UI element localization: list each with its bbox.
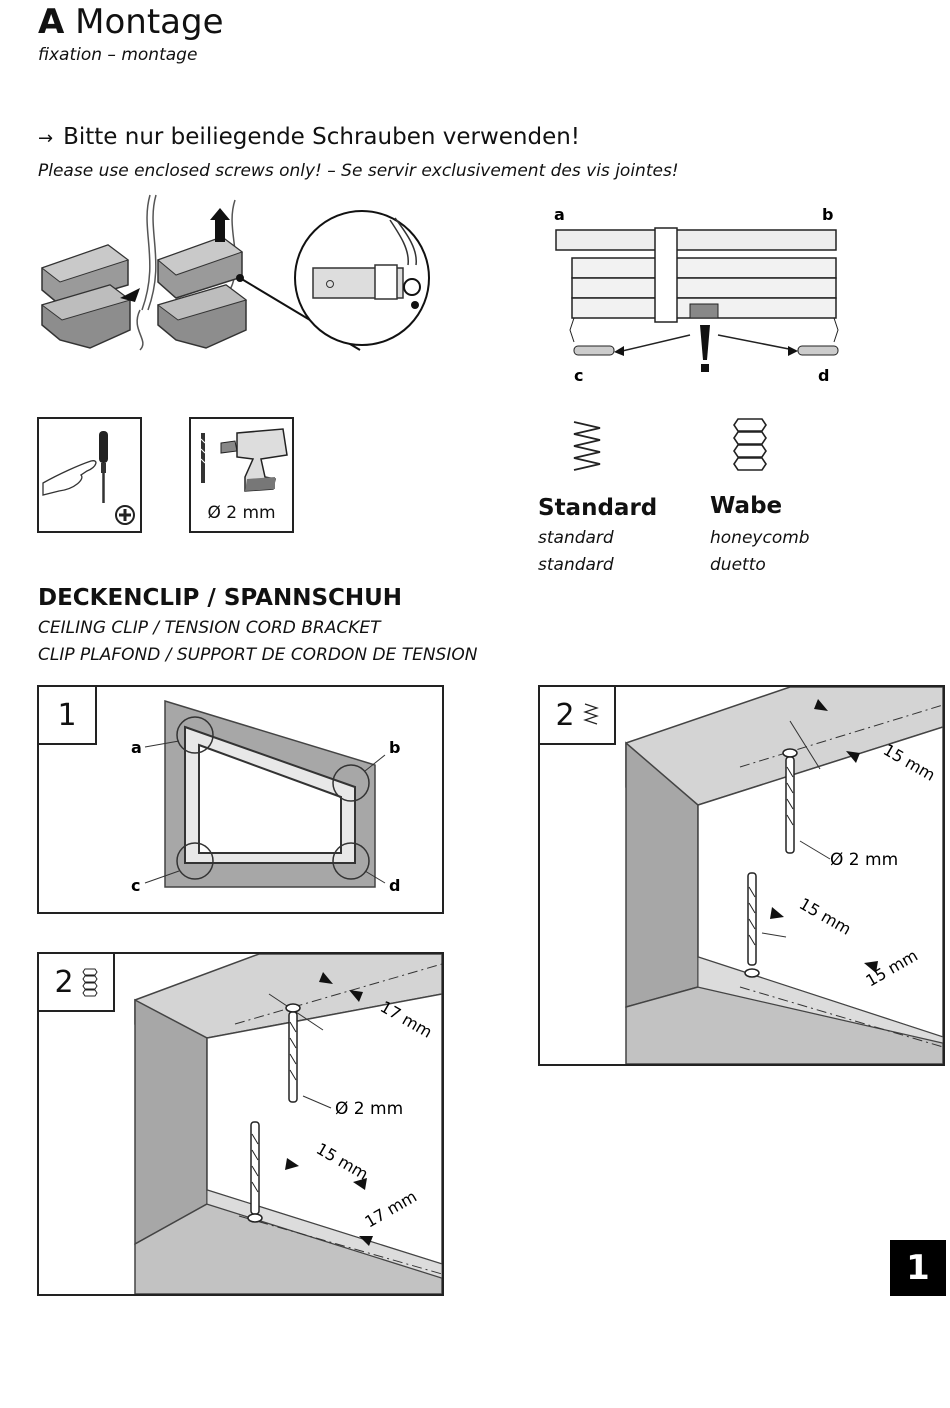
step1-panel: 1 a b c d [37,685,444,914]
step2-standard-drill: Ø 2 mm [830,850,898,870]
type-standard-fr: standard [538,555,614,575]
bracket-right-top [157,236,244,299]
type-wabe-en: honeycomb [710,528,810,548]
warning-text: Bitte nur beiliegende Schrauben verwende… [63,124,581,150]
blind-label-a: a [554,205,565,224]
honeycomb-icon [81,968,98,997]
step2-honeycomb-panel: 17 mm Ø 2 mm 15 mm 17 mm 2 [37,952,444,1296]
step2-honeycomb-drill: Ø 2 mm [335,1099,403,1119]
step1-corner-a: a [131,738,142,757]
screwdriver-box [37,417,142,533]
type-wabe-fr: duetto [710,555,766,575]
drill-diameter: Ø 2 mm [207,503,276,523]
warning-translation: Please use enclosed screws only! – Se se… [38,161,679,181]
bracket-right-bottom [156,284,248,349]
type-standard-en: standard [538,528,614,548]
step1-corner-c: c [131,876,140,895]
step1-corner-d: d [389,876,400,895]
page-number-badge: 1 [890,1240,946,1296]
bracket-left-bottom [40,284,132,349]
drill-box: Ø 2 mm [189,417,294,533]
clip-section-title: DECKENCLIP / SPANNSCHUH [38,585,403,611]
step2-standard-number-box: 2 [540,687,616,745]
honeycomb-icon [733,418,767,471]
clip-section-fr: CLIP PLAFOND / SUPPORT DE CORDON DE TENS… [38,645,478,665]
step1-number: 1 [39,687,97,745]
section-letter: A [38,2,65,42]
type-wabe-label: Wabe [710,493,783,519]
drill-icon [200,428,288,492]
step2-standard-panel: 15 mm Ø 2 mm 15 mm 15 mm 2 [538,685,945,1066]
standard-pleat-icon [573,421,601,471]
blind-diagram: a b c d [554,205,839,385]
arrow-icon: → [38,128,54,149]
step1-corner-b: b [389,738,400,757]
step2-honeycomb-number: 2 [54,964,74,1000]
section-heading: A Montage [38,2,224,42]
section-subtitle: fixation – montage [38,45,198,65]
clip-section-en: CEILING CLIP / TENSION CORD BRACKET [38,618,381,638]
blind-label-c: c [574,366,583,385]
warning-line: → Bitte nur beiliegende Schrauben verwend… [38,124,580,150]
headrail [555,229,837,251]
blind-label-d: d [818,366,829,385]
clip-assembly-illustration [40,194,430,351]
section-title: Montage [75,2,224,42]
screwdriver-icon [42,431,135,525]
standard-pleat-icon [582,703,599,725]
step2-honeycomb-number-box: 2 [39,954,115,1012]
step2-standard-number: 2 [555,697,575,733]
blind-label-b: b [822,205,833,224]
type-standard-label: Standard [538,495,658,521]
